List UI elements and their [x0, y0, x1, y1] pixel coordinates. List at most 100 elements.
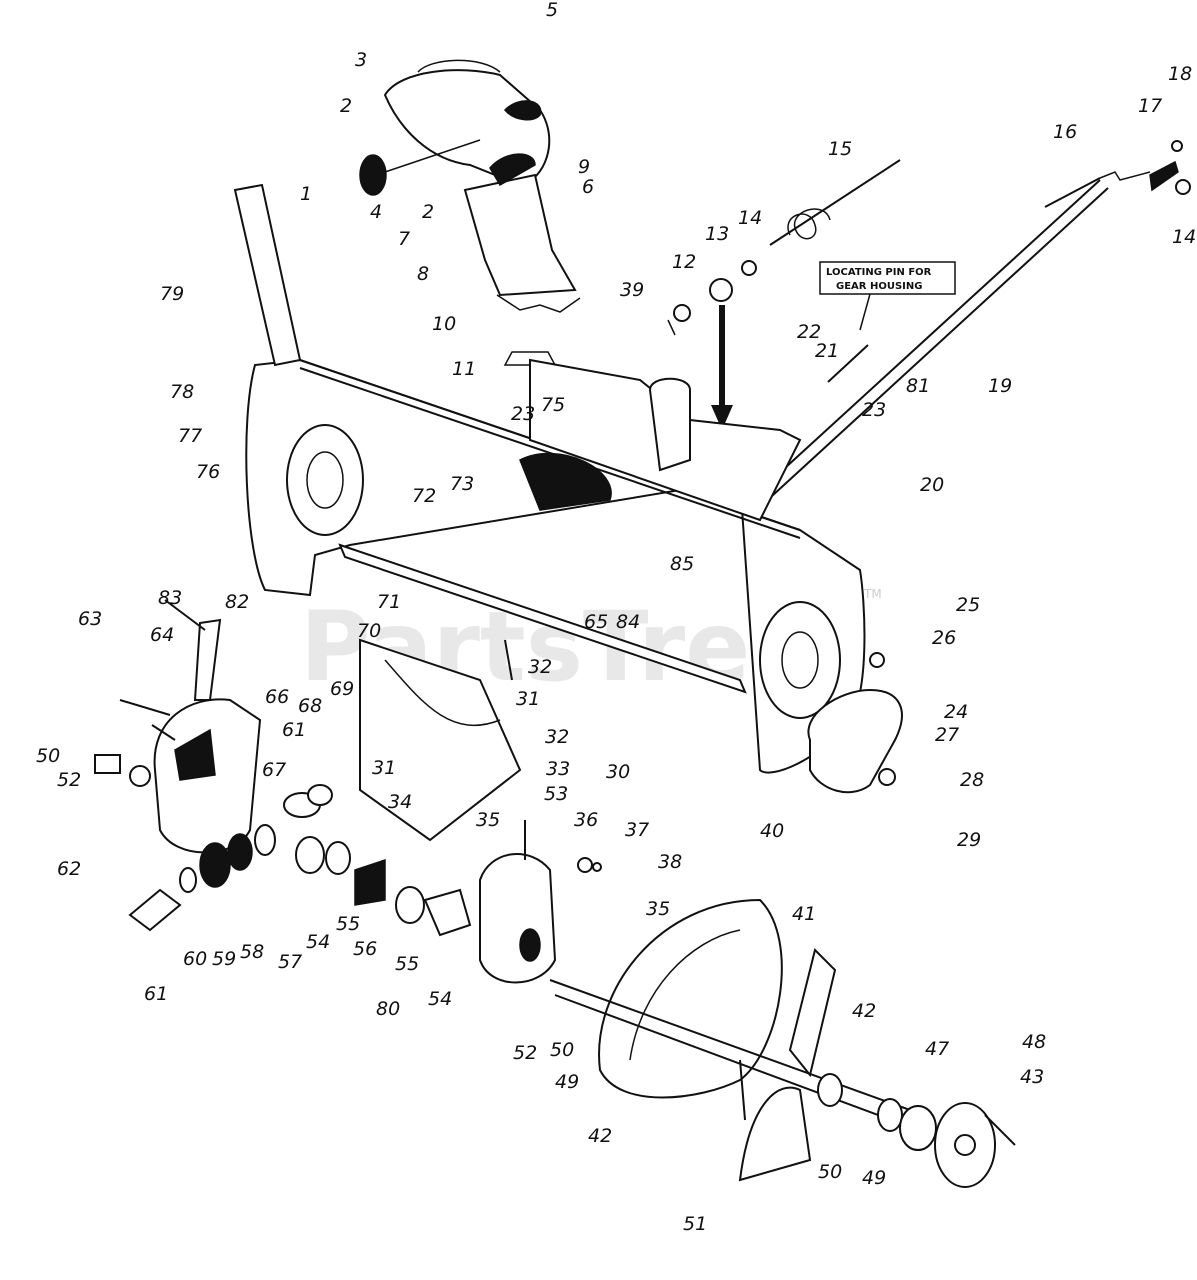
part-label-6: 6: [582, 176, 594, 198]
part-label-55: 55: [336, 913, 360, 935]
part-label-9: 9: [578, 156, 590, 178]
part-label-54: 54: [428, 988, 452, 1010]
part-label-30: 30: [606, 761, 630, 783]
part-label-81: 81: [906, 375, 930, 397]
part-label-22: 22: [797, 321, 821, 343]
part-label-67: 67: [262, 759, 286, 781]
rotation-handle: [233, 183, 302, 367]
part-label-51: 51: [683, 1213, 707, 1235]
part-label-34: 34: [388, 791, 412, 813]
part-label-68: 68: [298, 695, 322, 717]
part-label-23: 23: [862, 399, 886, 421]
part-label-50: 50: [550, 1039, 574, 1061]
part-label-57: 57: [278, 951, 302, 973]
part-label-85: 85: [670, 553, 694, 575]
shaft-stack: [128, 784, 472, 937]
part-label-64: 64: [150, 624, 174, 646]
part-label-53: 53: [544, 783, 568, 805]
part-label-35: 35: [646, 898, 670, 920]
part-label-69: 69: [330, 678, 354, 700]
part-label-27: 27: [935, 724, 959, 746]
watermark-tm: TM: [863, 587, 882, 601]
part-label-32: 32: [528, 656, 552, 678]
part-label-26: 26: [932, 627, 956, 649]
part-label-42: 42: [588, 1125, 612, 1147]
part-label-2: 2: [340, 95, 352, 117]
part-label-42: 42: [852, 1000, 876, 1022]
part-label-33: 33: [546, 758, 570, 780]
part-label-49: 49: [555, 1071, 579, 1093]
part-label-23: 23: [511, 403, 535, 425]
part-label-77: 77: [178, 425, 202, 447]
part-label-61: 61: [144, 983, 168, 1005]
part-label-52: 52: [57, 769, 81, 791]
part-label-49: 49: [862, 1167, 886, 1189]
impeller: [549, 898, 911, 1182]
part-label-72: 72: [412, 485, 436, 507]
chute-knob: [359, 139, 481, 196]
gear-housing-left: [94, 599, 262, 854]
part-label-50: 50: [36, 745, 60, 767]
part-label-73: 73: [450, 473, 474, 495]
part-label-41: 41: [792, 903, 816, 925]
part-label-43: 43: [1020, 1066, 1044, 1088]
part-label-70: 70: [357, 620, 381, 642]
part-label-56: 56: [353, 938, 377, 960]
part-label-59: 59: [212, 948, 236, 970]
part-label-60: 60: [183, 948, 207, 970]
part-label-11: 11: [452, 358, 476, 380]
part-label-37: 37: [625, 819, 649, 841]
gear-case: [479, 820, 602, 984]
part-label-38: 38: [658, 851, 682, 873]
part-label-76: 76: [196, 461, 220, 483]
side-plate: [807, 652, 903, 794]
part-label-47: 47: [925, 1038, 949, 1060]
part-label-13: 13: [705, 223, 729, 245]
part-label-39: 39: [620, 279, 644, 301]
part-label-12: 12: [672, 251, 696, 273]
part-label-50: 50: [818, 1161, 842, 1183]
part-label-24: 24: [944, 701, 968, 723]
discharge-chute: [383, 59, 581, 313]
part-label-2: 2: [422, 201, 434, 223]
part-label-35: 35: [476, 809, 500, 831]
part-label-21: 21: [815, 340, 839, 362]
part-label-84: 84: [616, 611, 640, 633]
direction-arrow: [711, 305, 733, 430]
part-label-19: 19: [988, 375, 1012, 397]
part-label-80: 80: [376, 998, 400, 1020]
part-label-75: 75: [541, 394, 565, 416]
part-label-20: 20: [920, 474, 944, 496]
auger-assembly: [359, 638, 522, 842]
chute-crank: [667, 140, 1191, 508]
note-line-2: GEAR HOUSING: [836, 281, 922, 292]
part-label-54: 54: [306, 931, 330, 953]
part-label-15: 15: [828, 138, 852, 160]
part-label-3: 3: [355, 49, 367, 71]
part-label-48: 48: [1022, 1031, 1046, 1053]
part-label-7: 7: [398, 228, 410, 250]
part-label-71: 71: [377, 591, 401, 613]
note-line-1: LOCATING PIN FOR: [826, 267, 932, 278]
part-label-82: 82: [225, 591, 249, 613]
part-label-14: 14: [1172, 226, 1196, 248]
part-label-4: 4: [370, 201, 382, 223]
part-label-1: 1: [300, 183, 312, 205]
part-label-32: 32: [545, 726, 569, 748]
part-label-16: 16: [1053, 121, 1077, 143]
part-label-36: 36: [574, 809, 598, 831]
part-label-52: 52: [513, 1042, 537, 1064]
part-label-40: 40: [760, 820, 784, 842]
part-label-58: 58: [240, 941, 264, 963]
part-label-83: 83: [158, 587, 182, 609]
part-label-25: 25: [956, 594, 980, 616]
part-label-61: 61: [282, 719, 306, 741]
part-label-31: 31: [516, 688, 540, 710]
part-label-29: 29: [957, 829, 981, 851]
part-label-10: 10: [432, 313, 456, 335]
part-label-65: 65: [584, 611, 608, 633]
part-label-79: 79: [160, 283, 184, 305]
locating-pin-note: LOCATING PIN FOR GEAR HOUSING: [819, 261, 956, 383]
